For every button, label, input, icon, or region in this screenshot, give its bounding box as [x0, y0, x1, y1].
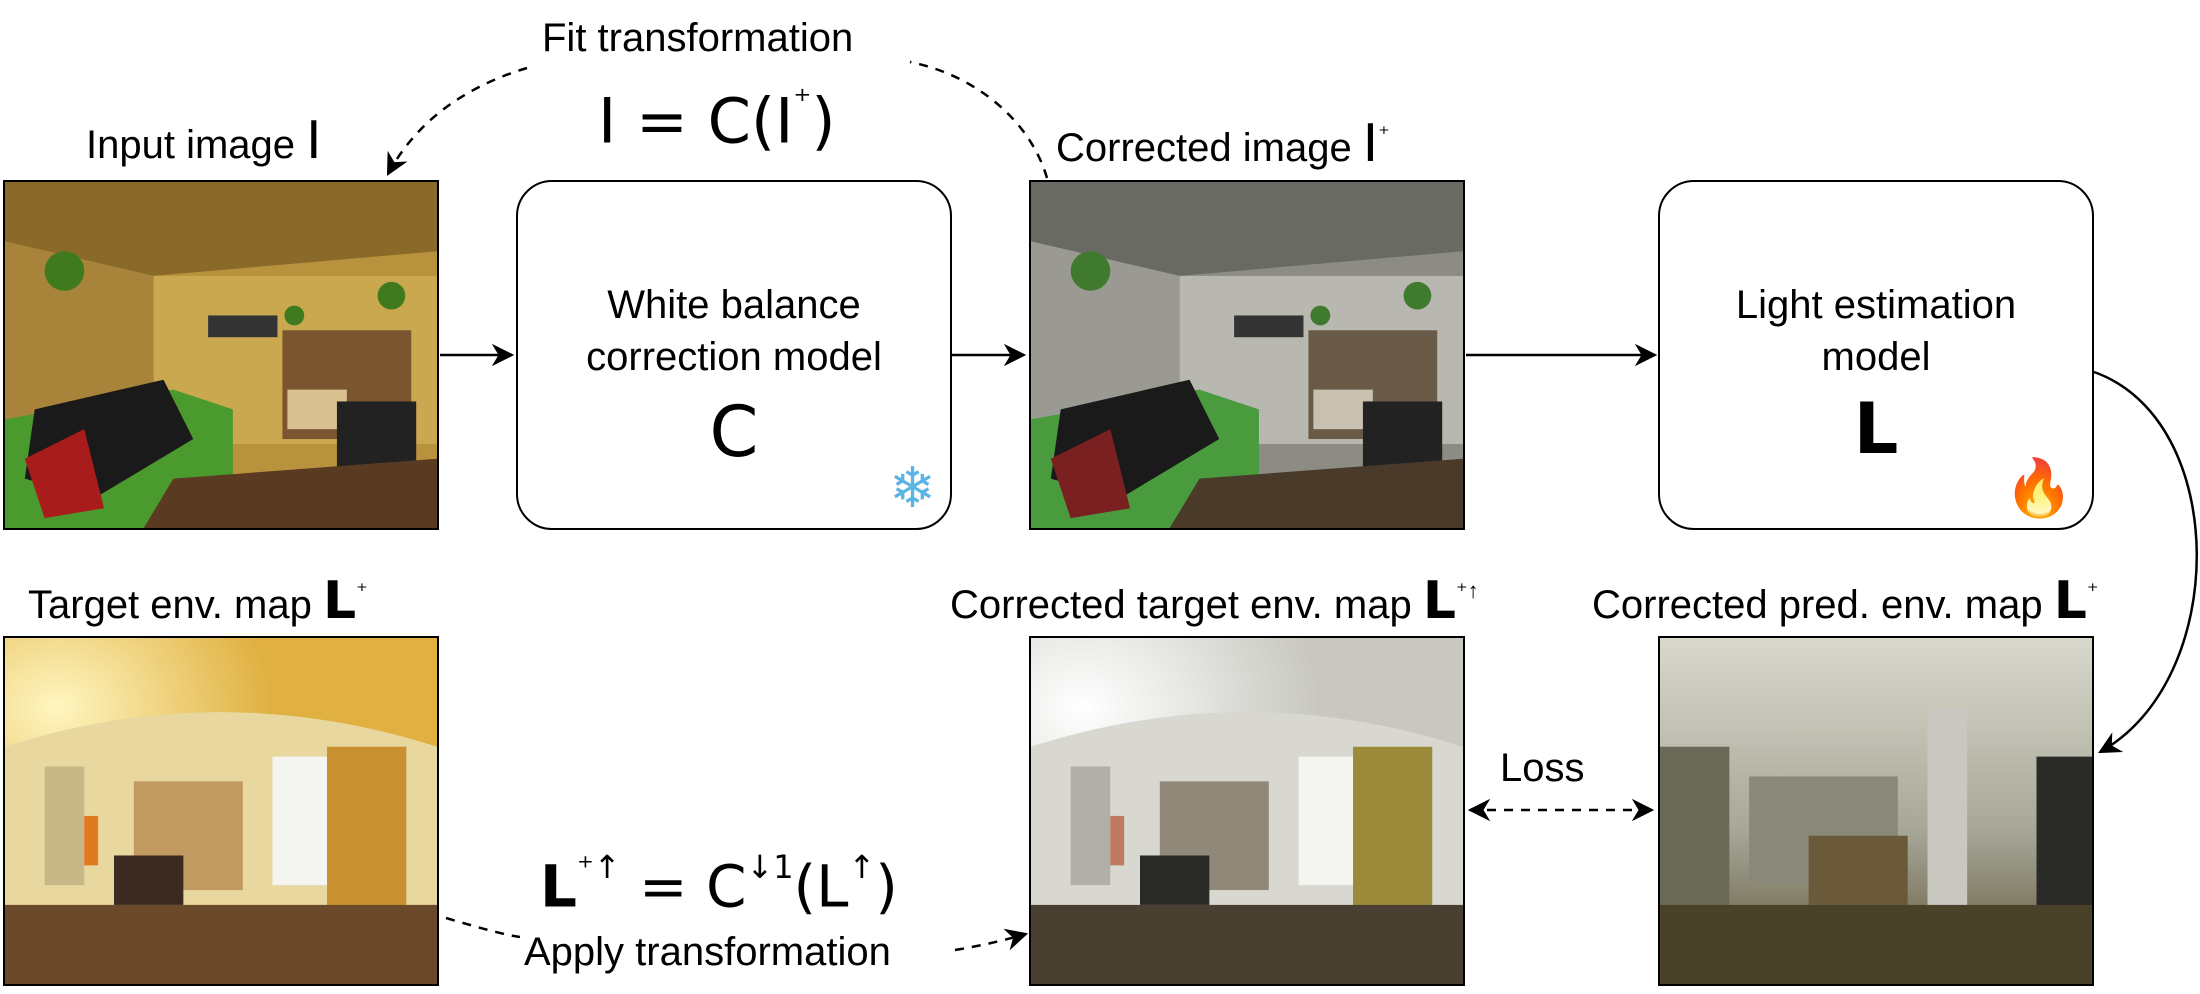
light-title-line1: Light estimation	[1735, 283, 2017, 327]
wb-symbol: C	[709, 391, 759, 473]
target-env-map-label: Target env. map L⁺	[28, 571, 368, 631]
white-balance-model-box: White balance correction model C ❄	[516, 180, 952, 530]
arrow-apply-transformation-start	[445, 916, 521, 939]
corrected-target-env-map-panel	[1029, 636, 1465, 986]
corrected-pred-env-map-panel	[1658, 636, 2094, 986]
fit-transformation-equation: I = C(I⁺)	[598, 81, 836, 158]
fit-transformation-label: Fit transformation	[542, 16, 854, 60]
corrected-pred-env-map-label: Corrected pred. env. map L⁺	[1592, 571, 2099, 631]
corrected-target-env-map-label: Corrected target env. map L⁺↑	[950, 571, 1479, 631]
target-env-map-panel	[3, 636, 439, 986]
apply-transformation-label: Apply transformation	[524, 930, 891, 974]
arrow-fit-transformation-end	[386, 66, 528, 176]
fire-icon: 🔥	[2004, 456, 2074, 519]
wb-title-line2: correction model	[586, 335, 882, 379]
loss-label: Loss	[1500, 746, 1585, 790]
input-image-panel	[3, 180, 439, 530]
input-image-label: Input image I	[86, 111, 322, 171]
apply-transformation-equation: L⁺↑ = C↓1(L↑)	[540, 848, 898, 921]
light-symbol: L	[1853, 388, 1899, 470]
wb-title-line1: White balance	[607, 283, 861, 327]
corrected-image-panel	[1029, 180, 1465, 530]
light-estimation-model-box: Light estimation model L 🔥	[1658, 180, 2094, 530]
light-title-line2: model	[1821, 335, 1931, 379]
arrow-apply-transformation-end	[954, 928, 1029, 952]
arrow-fit-transformation	[909, 60, 1049, 179]
corrected-image-label: Corrected image I⁺	[1056, 114, 1390, 174]
arrow-light-to-pred	[2093, 370, 2198, 754]
snowflake-icon: ❄	[889, 456, 936, 519]
